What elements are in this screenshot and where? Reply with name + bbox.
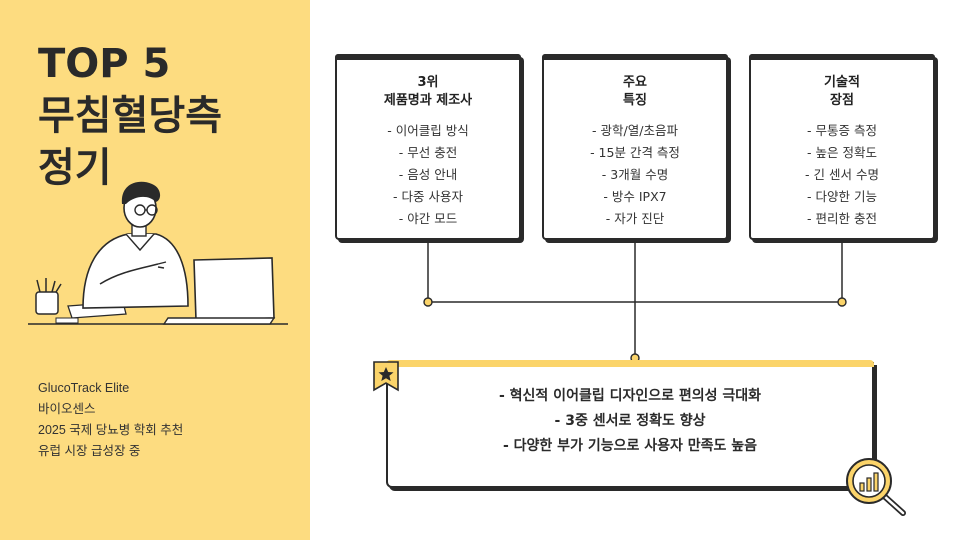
info-manufacturer: 바이오센스 xyxy=(38,402,96,416)
summary-item: - 다양한 부가 기능으로 사용자 만족도 높음 xyxy=(502,438,757,454)
connector-dot-left xyxy=(423,297,433,307)
card-list: - 이어클립 방식 - 무선 충전 - 음성 안내 - 다중 사용자 - 야간 … xyxy=(337,120,519,230)
card-list: - 광학/열/초음파 - 15분 간격 측정 - 3개월 수명 - 방수 IPX… xyxy=(544,120,726,230)
list-item: - 방수 IPX7 xyxy=(603,189,667,204)
person-laptop-illustration xyxy=(28,181,288,325)
list-item: - 야간 모드 xyxy=(398,211,458,226)
card-advantages: 기술적 장점 - 무통증 측정 - 높은 정확도 - 긴 센서 수명 - 다양한… xyxy=(749,54,935,240)
list-item: - 15분 간격 측정 xyxy=(590,145,680,160)
summary-item: - 3중 센서로 정확도 향상 xyxy=(554,413,706,429)
list-item: - 무통증 측정 xyxy=(807,123,877,138)
star-icon xyxy=(373,361,399,392)
list-item: - 이어클립 방식 xyxy=(387,123,469,138)
card-features: 주요 특징 - 광학/열/초음파 - 15분 간격 측정 - 3개월 수명 - … xyxy=(542,54,728,240)
slide-title: TOP 5 무침혈당측 정기 xyxy=(38,38,298,194)
title-line-2: 무침혈당측 xyxy=(38,93,222,139)
product-info: GlucoTrack Elite 바이오센스 2025 국제 당뇨병 학회 추천… xyxy=(38,378,288,462)
summary-box: - 혁신적 이어클립 디자인으로 편의성 극대화 - 3중 센서로 정확도 향상… xyxy=(386,360,874,488)
list-item: - 자가 진단 xyxy=(605,211,665,226)
card-title-line: 주요 xyxy=(623,75,647,90)
card-title-line: 3위 xyxy=(417,75,439,90)
connector-dot-right xyxy=(837,297,847,307)
card-product: 3위 제품명과 제조사 - 이어클립 방식 - 무선 충전 - 음성 안내 - … xyxy=(335,54,521,240)
card-list: - 무통증 측정 - 높은 정확도 - 긴 센서 수명 - 다양한 기능 - 편… xyxy=(751,120,933,230)
title-line-3: 정기 xyxy=(38,145,112,191)
list-item: - 무선 충전 xyxy=(398,145,458,160)
summary-item: - 혁신적 이어클립 디자인으로 편의성 극대화 xyxy=(498,388,762,404)
info-market: 유럽 시장 급성장 중 xyxy=(38,444,141,458)
list-item: - 다중 사용자 xyxy=(393,189,463,204)
title-line-1: TOP 5 xyxy=(38,41,171,87)
list-item: - 광학/열/초음파 xyxy=(592,123,678,138)
info-product-name: GlucoTrack Elite xyxy=(38,381,130,395)
list-item: - 다양한 기능 xyxy=(807,189,877,204)
info-recommendation: 2025 국제 당뇨병 학회 추천 xyxy=(38,423,184,437)
list-item: - 높은 정확도 xyxy=(807,145,877,160)
summary-list: - 혁신적 이어클립 디자인으로 편의성 극대화 - 3중 센서로 정확도 향상… xyxy=(388,384,872,459)
card-title: 주요 특징 xyxy=(544,74,726,110)
card-title: 3위 제품명과 제조사 xyxy=(337,74,519,110)
list-item: - 3개월 수명 xyxy=(601,167,669,182)
card-title-line: 장점 xyxy=(830,93,854,108)
list-item: - 음성 안내 xyxy=(398,167,458,182)
card-title: 기술적 장점 xyxy=(751,74,933,110)
card-title-line: 제품명과 제조사 xyxy=(383,93,473,108)
list-item: - 긴 센서 수명 xyxy=(805,167,879,182)
magnifier-chart-icon xyxy=(846,458,906,516)
list-item: - 편리한 충전 xyxy=(807,211,877,226)
card-title-line: 특징 xyxy=(623,93,647,108)
left-panel: TOP 5 무침혈당측 정기 Gluc xyxy=(0,0,310,540)
card-title-line: 기술적 xyxy=(824,75,860,90)
